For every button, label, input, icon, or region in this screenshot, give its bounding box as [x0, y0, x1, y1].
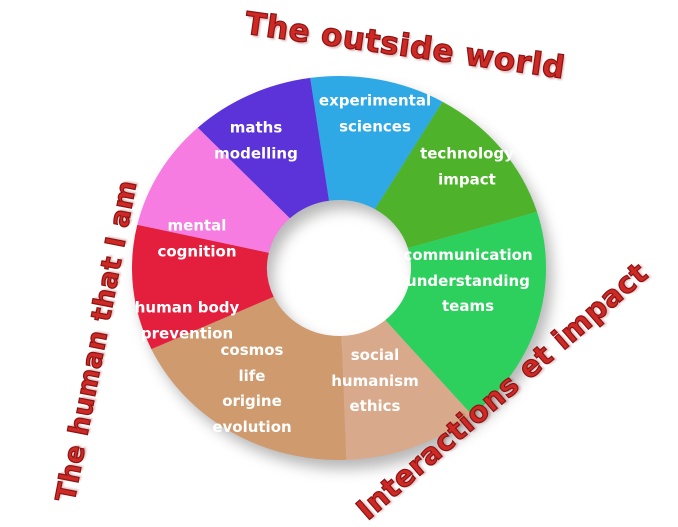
segment-social-humanism-ethics: [341, 320, 473, 460]
segment-communication-understanding-teams: [385, 211, 547, 416]
segment-human-body-prevention: [132, 224, 274, 350]
segment-experimental-sciences: [310, 76, 443, 210]
segment-mental-cognition: [137, 127, 290, 253]
segment-cosmos-life-origine-evolution: [151, 296, 347, 461]
segment-technology-impact: [375, 101, 537, 249]
segment-maths-modelling: [197, 77, 329, 219]
donut-chart: [132, 76, 547, 461]
